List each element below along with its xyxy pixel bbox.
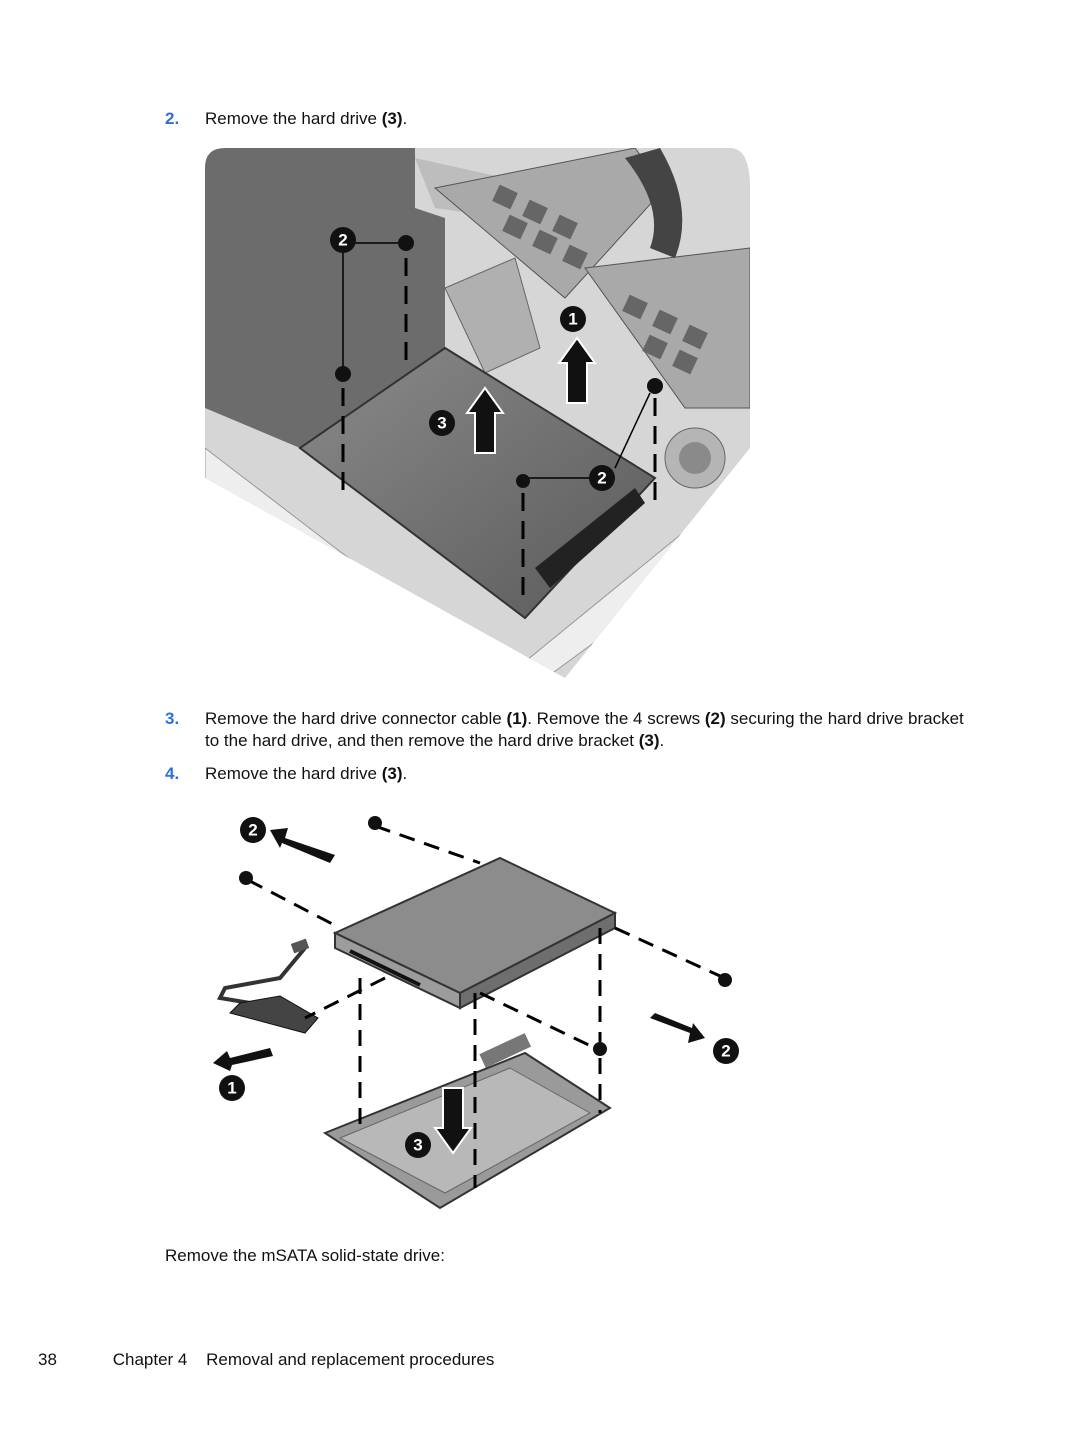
callout-2: 2	[330, 227, 356, 253]
arrow-right-icon	[650, 1013, 705, 1043]
callout-3: 3	[429, 410, 455, 436]
screw-icon	[647, 378, 663, 394]
callout-1: 1	[219, 1075, 245, 1101]
step-text-segment: Remove the hard drive	[205, 109, 382, 128]
callout-2: 2	[240, 817, 266, 843]
chapter-label: Chapter 4	[112, 1350, 188, 1369]
step-number: 4.	[165, 764, 180, 783]
arrow-left-icon	[213, 1048, 273, 1071]
callout-reference: (3)	[381, 109, 403, 128]
step-text-segment: .	[659, 731, 665, 750]
figure-hard-drive-bracket-exploded: 2 2 1 3	[210, 808, 750, 1218]
step-text: Remove the hard drive connector cable (1…	[205, 708, 965, 752]
step-text-segment: Remove the hard drive	[205, 764, 382, 783]
callout-reference: (3)	[381, 764, 403, 783]
step-text-segment: . Remove the 4 screws	[527, 709, 705, 728]
svg-text:3: 3	[413, 1136, 422, 1155]
lift-arrow-icon	[465, 386, 505, 454]
screw-icon	[239, 871, 253, 885]
hard-drive	[332, 856, 618, 1010]
svg-text:2: 2	[721, 1042, 730, 1061]
screw-icon	[398, 235, 414, 251]
step-text-segment: .	[402, 764, 408, 783]
callout-reference: (2)	[704, 709, 726, 728]
hard-drive-bracket-illustration: 2 2 1 3	[213, 816, 739, 1210]
step-text-segment: Remove the hard drive connector cable	[205, 709, 507, 728]
callout-2: 2	[589, 465, 615, 491]
screw-icon	[516, 474, 530, 488]
hard-drive	[298, 346, 657, 620]
svg-text:3: 3	[437, 414, 446, 433]
disconnect-arrow-icon	[557, 336, 597, 404]
memory-module	[584, 247, 750, 409]
step-number: 2.	[165, 109, 180, 128]
callout-1: 1	[560, 306, 586, 332]
callout-reference: (3)	[638, 731, 660, 750]
arrow-left-icon	[270, 828, 335, 863]
step-number: 3.	[165, 709, 180, 728]
hard-drive-chassis-illustration: 1 2 2 3	[205, 148, 750, 678]
screw-icon	[335, 366, 351, 382]
hard-drive-bracket	[322, 1033, 612, 1210]
step-text-segment: .	[402, 109, 408, 128]
svg-text:2: 2	[597, 469, 606, 488]
screw-icon	[368, 816, 382, 830]
callout-reference: (1)	[506, 709, 528, 728]
svg-text:1: 1	[568, 310, 577, 329]
svg-text:1: 1	[227, 1079, 236, 1098]
figure-remove-hard-drive-in-chassis: 1 2 2 3	[205, 148, 750, 678]
arrow-down-icon	[433, 1087, 473, 1155]
step-text: Remove the hard drive (3).	[205, 108, 965, 130]
memory-module	[433, 148, 666, 299]
callout-3: 3	[405, 1132, 431, 1158]
svg-text:2: 2	[338, 231, 347, 250]
msata-intro: Remove the mSATA solid-state drive:	[165, 1246, 445, 1265]
step-text-segment: securing the hard drive bracket to the h…	[205, 709, 964, 750]
hard-drive-connector-cable	[217, 938, 319, 1034]
screw-icon	[593, 1042, 607, 1056]
page-number: 38	[38, 1350, 57, 1369]
step-text: Remove the hard drive (3).	[205, 763, 965, 785]
page-footer: 38 Chapter 4 Removal and replacement pro…	[38, 1349, 494, 1371]
callout-2: 2	[713, 1038, 739, 1064]
screw-icon	[718, 973, 732, 987]
svg-text:2: 2	[248, 821, 257, 840]
chapter-title: Removal and replacement procedures	[206, 1350, 495, 1369]
